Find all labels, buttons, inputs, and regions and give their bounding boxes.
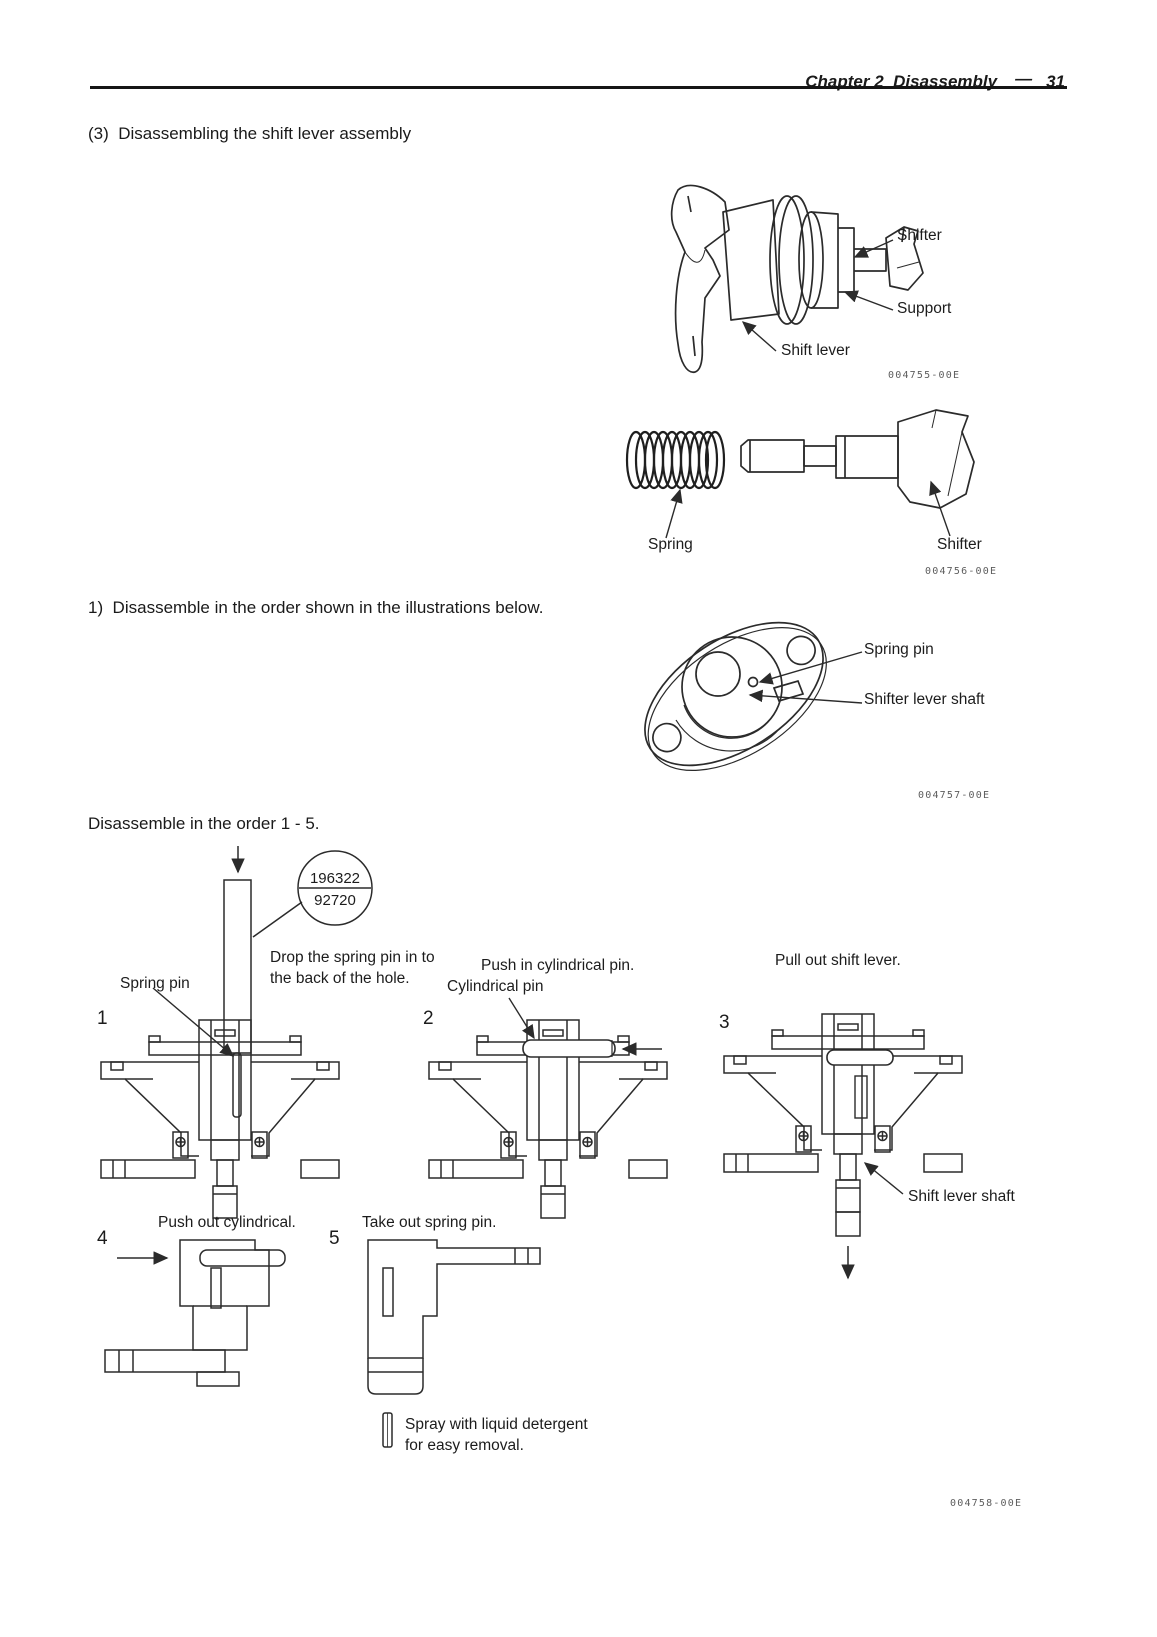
step3-art — [723, 1013, 963, 1280]
spring-coil-art — [625, 430, 726, 490]
step4-art — [104, 1239, 286, 1387]
step4-caption: Push out cylindrical. — [158, 1214, 296, 1231]
figure-flange-leaders — [748, 651, 863, 704]
figure-spring-leaders — [665, 480, 951, 539]
step1-art — [100, 987, 340, 1219]
order-heading: Disassemble in the order 1 - 5. — [88, 814, 320, 833]
part-number-bottom: 92720 — [314, 892, 356, 909]
label-shifter-2: Shifter — [937, 536, 982, 553]
page-header: Chapter 2 Disassembly—31 — [90, 52, 1065, 112]
figure-steps-code: 004758-00E — [950, 1498, 1023, 1509]
step1-caption: Drop the spring pin in to the back of th… — [270, 949, 435, 987]
label-spring: Spring — [648, 536, 693, 553]
step3-number: 3 — [719, 1012, 730, 1033]
step4-number: 4 — [97, 1228, 108, 1249]
figure-assembly-leaders — [741, 239, 894, 352]
shifter-art — [740, 409, 975, 509]
section-heading: (3) Disassembling the shift lever assemb… — [88, 124, 412, 143]
header-rule — [90, 86, 1067, 89]
shift-lever-assembly-art — [670, 184, 924, 373]
figure-steps-drawing: 196322 92720 — [100, 846, 963, 1448]
step5-number: 5 — [329, 1228, 340, 1249]
figure-flange-drawing — [644, 621, 863, 772]
figure-spring-drawing — [625, 409, 975, 539]
flange-art — [644, 621, 827, 772]
detergent-note: Spray with liquid detergent for easy rem… — [405, 1416, 588, 1454]
header-separator: — — [1015, 69, 1033, 88]
label-spring-pin-flange: Spring pin — [864, 641, 934, 658]
label-cylindrical-pin: Cylindrical pin — [447, 978, 544, 995]
step5-caption: Take out spring pin. — [362, 1214, 497, 1231]
label-spring-pin-step1: Spring pin — [120, 975, 190, 992]
punch-tool-art — [223, 846, 373, 1118]
step2-caption: Push in cylindrical pin. — [481, 957, 635, 974]
step2-number: 2 — [423, 1008, 434, 1029]
figure-flange-code: 004757-00E — [918, 790, 991, 801]
label-support: Support — [897, 300, 952, 317]
label-shift-lever-shaft: Shift lever shaft — [908, 1188, 1015, 1205]
step-heading: 1) Disassemble in the order shown in the… — [88, 598, 544, 617]
figure-assembly-code: 004755-00E — [888, 370, 961, 381]
step1-number: 1 — [97, 1008, 108, 1029]
part-number-top: 196322 — [310, 870, 360, 887]
label-shifter-1: Shifter — [897, 227, 942, 244]
figure-spring-code: 004756-00E — [925, 566, 998, 577]
step5-art — [367, 1239, 541, 1448]
figure-assembly-drawing — [670, 184, 924, 373]
label-shifter-lever-shaft: Shifter lever shaft — [864, 691, 985, 708]
label-shift-lever: Shift lever — [781, 342, 850, 359]
step3-caption: Pull out shift lever. — [775, 952, 901, 969]
step2-art — [428, 997, 668, 1219]
